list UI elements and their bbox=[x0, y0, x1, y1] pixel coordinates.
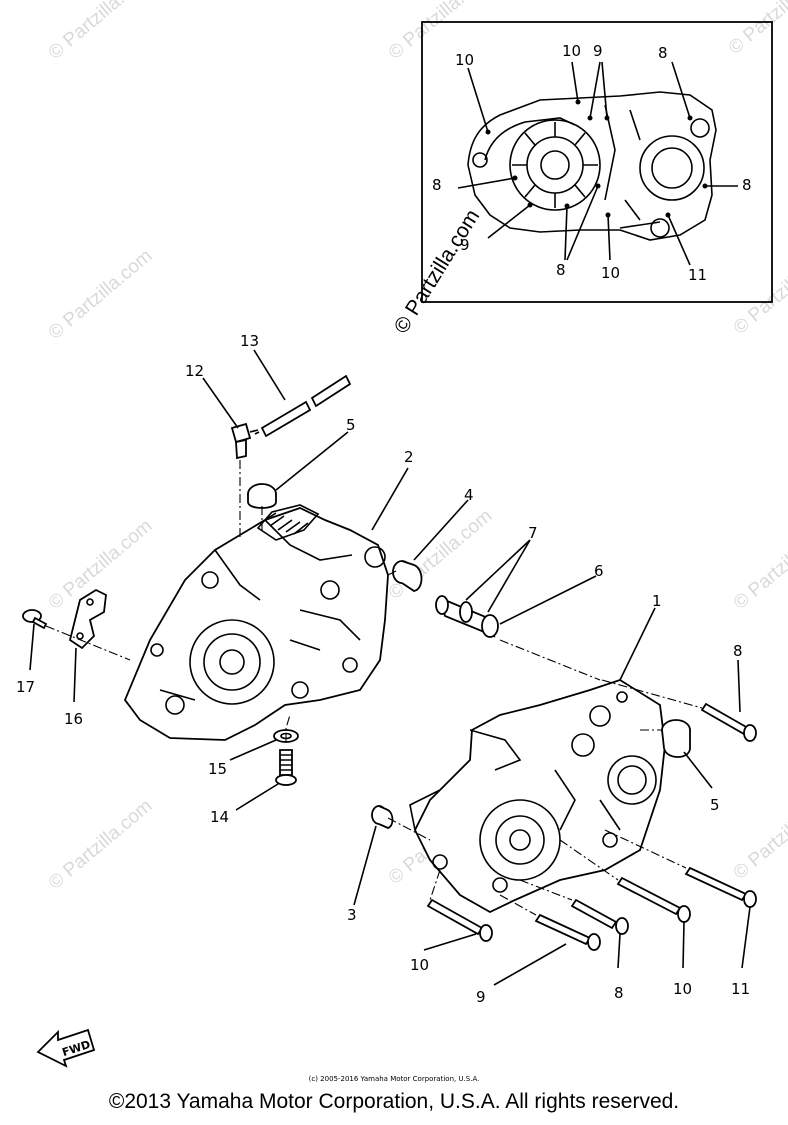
watermark: © Partzilla.com bbox=[385, 0, 497, 64]
main-copyright-text: ©2013 Yamaha Motor Corporation, U.S.A. A… bbox=[108, 1090, 680, 1113]
part-6-shaft bbox=[435, 595, 499, 638]
callout-6: 6 bbox=[594, 562, 604, 580]
callout-13: 13 bbox=[240, 332, 259, 350]
inset-callout-10: 10 bbox=[601, 264, 620, 282]
callout-5: 5 bbox=[710, 796, 720, 814]
callout-10: 10 bbox=[673, 980, 692, 998]
callout-labels: 13 12 5 2 4 7 6 1 8 5 17 16 15 14 3 10 9… bbox=[16, 332, 750, 1006]
callout-15: 15 bbox=[208, 760, 227, 778]
callout-11: 11 bbox=[731, 980, 750, 998]
inset-frame bbox=[421, 21, 773, 303]
inset-callout-10: 10 bbox=[455, 51, 474, 69]
watermark: © Partzilla.com bbox=[730, 785, 788, 883]
callout-10: 10 bbox=[410, 956, 429, 974]
callout-1: 1 bbox=[652, 592, 662, 610]
alignment-lines bbox=[45, 460, 703, 916]
inset-watermark: © Partzilla.com bbox=[390, 205, 484, 337]
watermark: © Partzilla.com bbox=[45, 0, 157, 64]
watermark-layer: © Partzilla.com © Partzilla.com © Partzi… bbox=[45, 0, 788, 894]
leader-lines bbox=[29, 349, 751, 986]
callout-12: 12 bbox=[185, 362, 204, 380]
part-12-fitting bbox=[230, 422, 259, 460]
part-14-drain-bolt bbox=[275, 749, 297, 786]
watermark: © Partzilla.com bbox=[45, 795, 157, 893]
small-copyright-text: (c) 2005-2016 Yamaha Motor Corporation, … bbox=[308, 1075, 480, 1083]
callout-8: 8 bbox=[733, 642, 743, 660]
inset-callout-8: 8 bbox=[556, 261, 566, 279]
callout-7: 7 bbox=[528, 524, 538, 542]
part-3-dowel bbox=[371, 805, 394, 829]
inset-callout-9: 9 bbox=[593, 42, 603, 60]
part-2-left-crankcase bbox=[123, 504, 389, 741]
part-13-hose bbox=[254, 374, 352, 438]
callout-16: 16 bbox=[64, 710, 83, 728]
callout-14: 14 bbox=[210, 808, 229, 826]
callout-2: 2 bbox=[404, 448, 414, 466]
inset-callout-8: 8 bbox=[742, 176, 752, 194]
watermark: © Partzilla.com bbox=[730, 240, 788, 338]
bolts bbox=[426, 702, 757, 951]
inset-callout-9: 9 bbox=[460, 236, 470, 254]
part-5-collar bbox=[661, 719, 691, 758]
fwd-arrow-icon: FWD bbox=[36, 1028, 96, 1068]
watermark: © Partzilla.com bbox=[725, 0, 788, 59]
callout-3: 3 bbox=[347, 906, 357, 924]
watermark: © Partzilla.com bbox=[385, 505, 497, 603]
inset-callout-10: 10 bbox=[562, 42, 581, 60]
part-16-bracket bbox=[68, 588, 107, 650]
inset-callout-8: 8 bbox=[658, 44, 668, 62]
part-1-right-crankcase bbox=[409, 679, 666, 914]
callout-5: 5 bbox=[346, 416, 356, 434]
inset-callout-11: 11 bbox=[688, 266, 707, 284]
part-4-dowel bbox=[392, 560, 423, 592]
callout-8: 8 bbox=[614, 984, 624, 1002]
callout-4: 4 bbox=[464, 486, 474, 504]
watermark: © Partzilla.com bbox=[45, 245, 157, 343]
inset-detail: 10 10 9 8 8 8 9 8 10 11 © Partzilla.com bbox=[390, 21, 773, 338]
callout-9: 9 bbox=[476, 988, 486, 1006]
watermark: © Partzilla.com bbox=[730, 515, 788, 613]
inset-callout-8: 8 bbox=[432, 176, 442, 194]
part-5-collar bbox=[247, 483, 277, 509]
part-17-screw bbox=[22, 609, 48, 630]
callout-17: 17 bbox=[16, 678, 35, 696]
